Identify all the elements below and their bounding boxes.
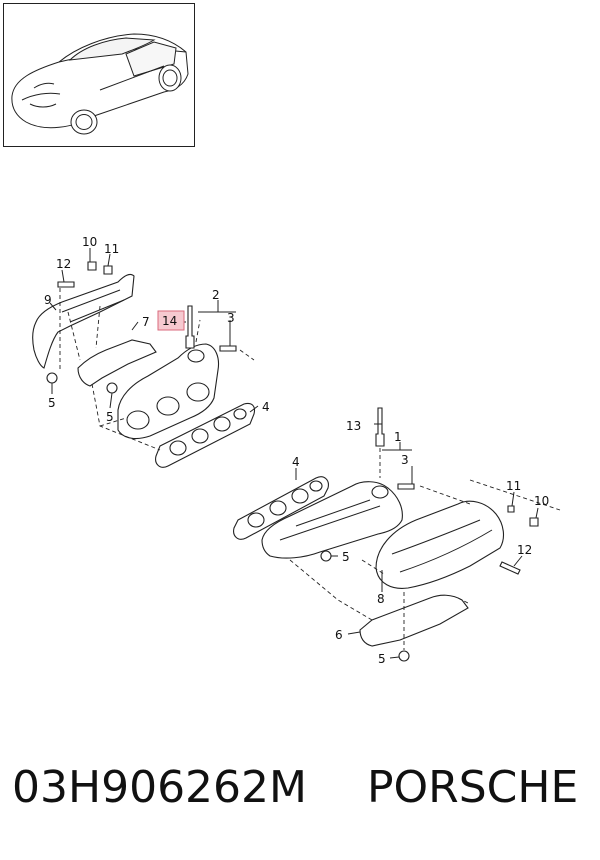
exhaust-manifold-diagram: 10 11 12 9 7 2 3 14 4 5 5 13 1 3 4 5 8 6… xyxy=(32,235,561,666)
label-4-upper: 4 xyxy=(262,400,270,414)
label-14: 14 xyxy=(162,314,177,328)
label-1: 1 xyxy=(394,430,402,444)
label-5-a: 5 xyxy=(48,396,56,410)
label-6: 6 xyxy=(335,628,343,642)
part-number: 03H906262M xyxy=(12,762,308,813)
label-12-lower: 12 xyxy=(517,543,532,557)
label-12: 12 xyxy=(56,257,71,271)
label-11-lower: 11 xyxy=(506,479,521,493)
label-5-d: 5 xyxy=(378,652,386,666)
heat-shield-9 xyxy=(32,273,135,369)
label-5-b: 5 xyxy=(106,410,114,424)
sensor-13 xyxy=(375,407,385,447)
label-10: 10 xyxy=(82,235,97,249)
label-5-c: 5 xyxy=(342,550,350,564)
brand-name: PORSCHE xyxy=(367,762,579,813)
label-7: 7 xyxy=(142,315,150,329)
lower-assembly xyxy=(233,407,561,662)
label-11: 11 xyxy=(104,242,119,256)
label-13: 13 xyxy=(346,419,361,433)
heat-shield-6 xyxy=(359,594,469,647)
label-8: 8 xyxy=(377,592,385,606)
label-9: 9 xyxy=(44,293,52,307)
car-illustration xyxy=(11,33,189,135)
vehicle-thumbnail xyxy=(3,3,195,147)
label-10-lower: 10 xyxy=(534,494,549,508)
sensor-14 xyxy=(185,305,195,349)
label-3-lower: 3 xyxy=(401,453,409,467)
label-4-lower: 4 xyxy=(292,455,300,469)
highlight-14 xyxy=(157,310,185,331)
label-2: 2 xyxy=(212,288,220,302)
heat-shield-7 xyxy=(77,339,157,387)
upper-assembly xyxy=(32,248,259,468)
label-3-upper: 3 xyxy=(227,311,235,325)
